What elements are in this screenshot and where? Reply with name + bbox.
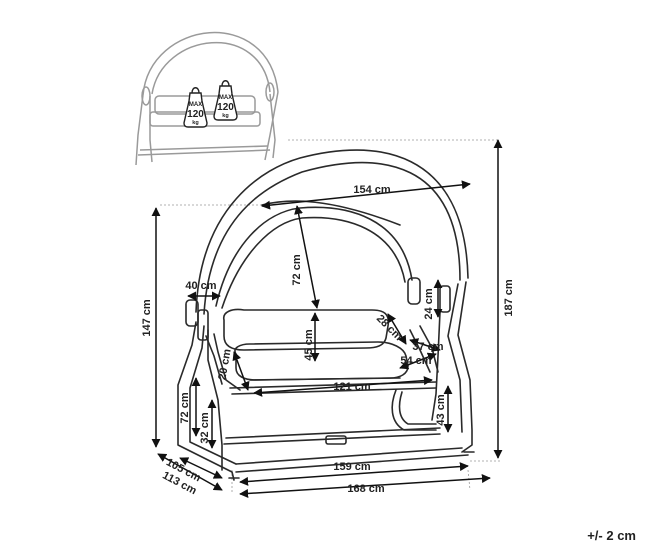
- label-leg-height: 43 cm: [435, 394, 447, 425]
- dimension-lines: [151, 139, 503, 498]
- badge-left-unit: kg: [192, 120, 198, 126]
- capacity-badge-right: MAX 120 kg: [213, 80, 238, 121]
- tolerance-note: +/- 2 cm: [587, 528, 636, 543]
- label-armrest-height: 20 cm: [216, 348, 233, 381]
- label-swing-height: 147 cm: [141, 299, 153, 337]
- badge-right-unit: kg: [222, 113, 228, 119]
- badge-left-max: MAX: [189, 102, 202, 108]
- label-canopy-width: 154 cm: [353, 184, 391, 196]
- label-backrest-height: 45 cm: [303, 329, 315, 360]
- badge-right-value: 120: [217, 102, 234, 113]
- label-total-width: 168 cm: [347, 483, 385, 495]
- label-total-height: 187 cm: [503, 279, 515, 317]
- label-side-upper: 24 cm: [423, 288, 435, 319]
- label-seat-width: 121 cm: [333, 381, 371, 393]
- capacity-badge-left: MAX 120 kg: [183, 87, 208, 128]
- label-armrest-rear: 37 cm: [412, 341, 443, 353]
- label-seat-ground-clearance: 32 cm: [199, 412, 211, 443]
- badge-left-value: 120: [187, 109, 204, 120]
- label-seat-depth: 54 cm: [400, 355, 431, 367]
- badge-right-max: MAX: [219, 95, 232, 101]
- label-frame-front-height: 72 cm: [179, 392, 191, 423]
- label-armrest-offset: 40 cm: [185, 280, 216, 292]
- label-base-width: 159 cm: [333, 461, 371, 473]
- thumbnail-swing: [135, 31, 279, 166]
- label-canopy-height: 72 cm: [291, 254, 303, 285]
